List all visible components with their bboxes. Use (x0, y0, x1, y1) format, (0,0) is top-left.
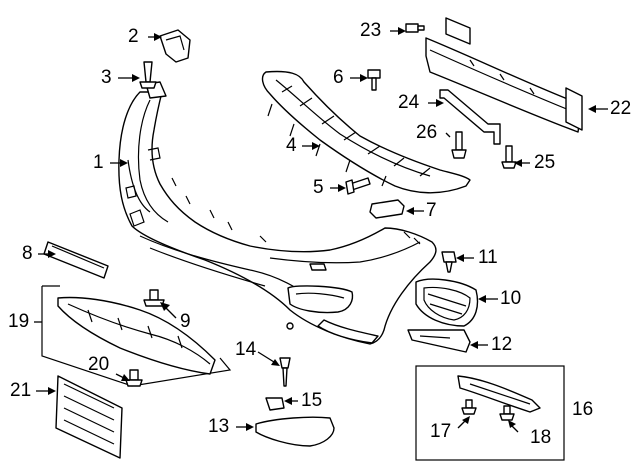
callout-10: 10 (500, 288, 522, 309)
part-11-bolt[interactable] (441, 251, 457, 273)
leader-arrows (34, 27, 608, 433)
callout-2: 2 (128, 26, 139, 47)
callout-13: 13 (208, 416, 230, 437)
callout-21: 21 (10, 380, 32, 401)
callout-19: 19 (8, 311, 30, 332)
callout-18: 18 (530, 427, 552, 448)
callout-22: 22 (610, 98, 632, 119)
part-26-stud[interactable] (451, 131, 467, 159)
callout-15: 15 (301, 390, 323, 411)
part-18-push-pin[interactable] (499, 405, 515, 421)
part-6-bolt[interactable] (367, 69, 381, 91)
part-17-push-pin[interactable] (461, 399, 477, 415)
part-5-bolt[interactable] (345, 177, 371, 195)
part-16-bracket-kit[interactable] (415, 365, 565, 461)
part-20-screw[interactable] (125, 369, 143, 387)
part-12-trim[interactable] (407, 329, 471, 353)
callout-9: 9 (180, 311, 191, 332)
part-13-reflector[interactable] (255, 416, 335, 447)
part-23-bolt[interactable] (405, 23, 425, 33)
callout-8: 8 (22, 243, 33, 264)
part-22-reinforcement[interactable] (425, 17, 583, 133)
callout-23: 23 (360, 20, 382, 41)
callout-25: 25 (534, 152, 556, 173)
callout-12: 12 (491, 334, 513, 355)
callout-11: 11 (478, 247, 498, 268)
callout-5: 5 (313, 177, 324, 198)
part-15-clip[interactable] (265, 397, 285, 411)
callout-16: 16 (572, 399, 594, 420)
part-24-bracket[interactable] (439, 89, 501, 145)
part-19-lower-shield[interactable] (41, 285, 232, 387)
part-3-pin[interactable] (139, 61, 157, 89)
callout-1: 1 (93, 152, 104, 173)
callout-26: 26 (416, 122, 438, 143)
callout-3: 3 (101, 67, 112, 88)
part-4-absorber[interactable] (261, 70, 471, 194)
callout-24: 24 (398, 92, 420, 113)
part-2-bracket[interactable] (159, 29, 191, 63)
part-7-cap[interactable] (369, 199, 405, 219)
part-10-fog-bezel[interactable] (415, 278, 479, 327)
part-1-bumper-cover[interactable] (118, 81, 437, 345)
part-21-plate-bracket[interactable] (55, 375, 123, 459)
part-14-screw[interactable] (279, 357, 291, 387)
callout-14: 14 (235, 339, 257, 360)
part-25-stud[interactable] (501, 145, 517, 169)
callout-7: 7 (426, 200, 437, 221)
callout-17: 17 (430, 421, 452, 442)
callout-6: 6 (333, 67, 344, 88)
part-8-reflector[interactable] (43, 241, 109, 279)
callout-20: 20 (88, 354, 110, 375)
callout-4: 4 (286, 135, 297, 156)
